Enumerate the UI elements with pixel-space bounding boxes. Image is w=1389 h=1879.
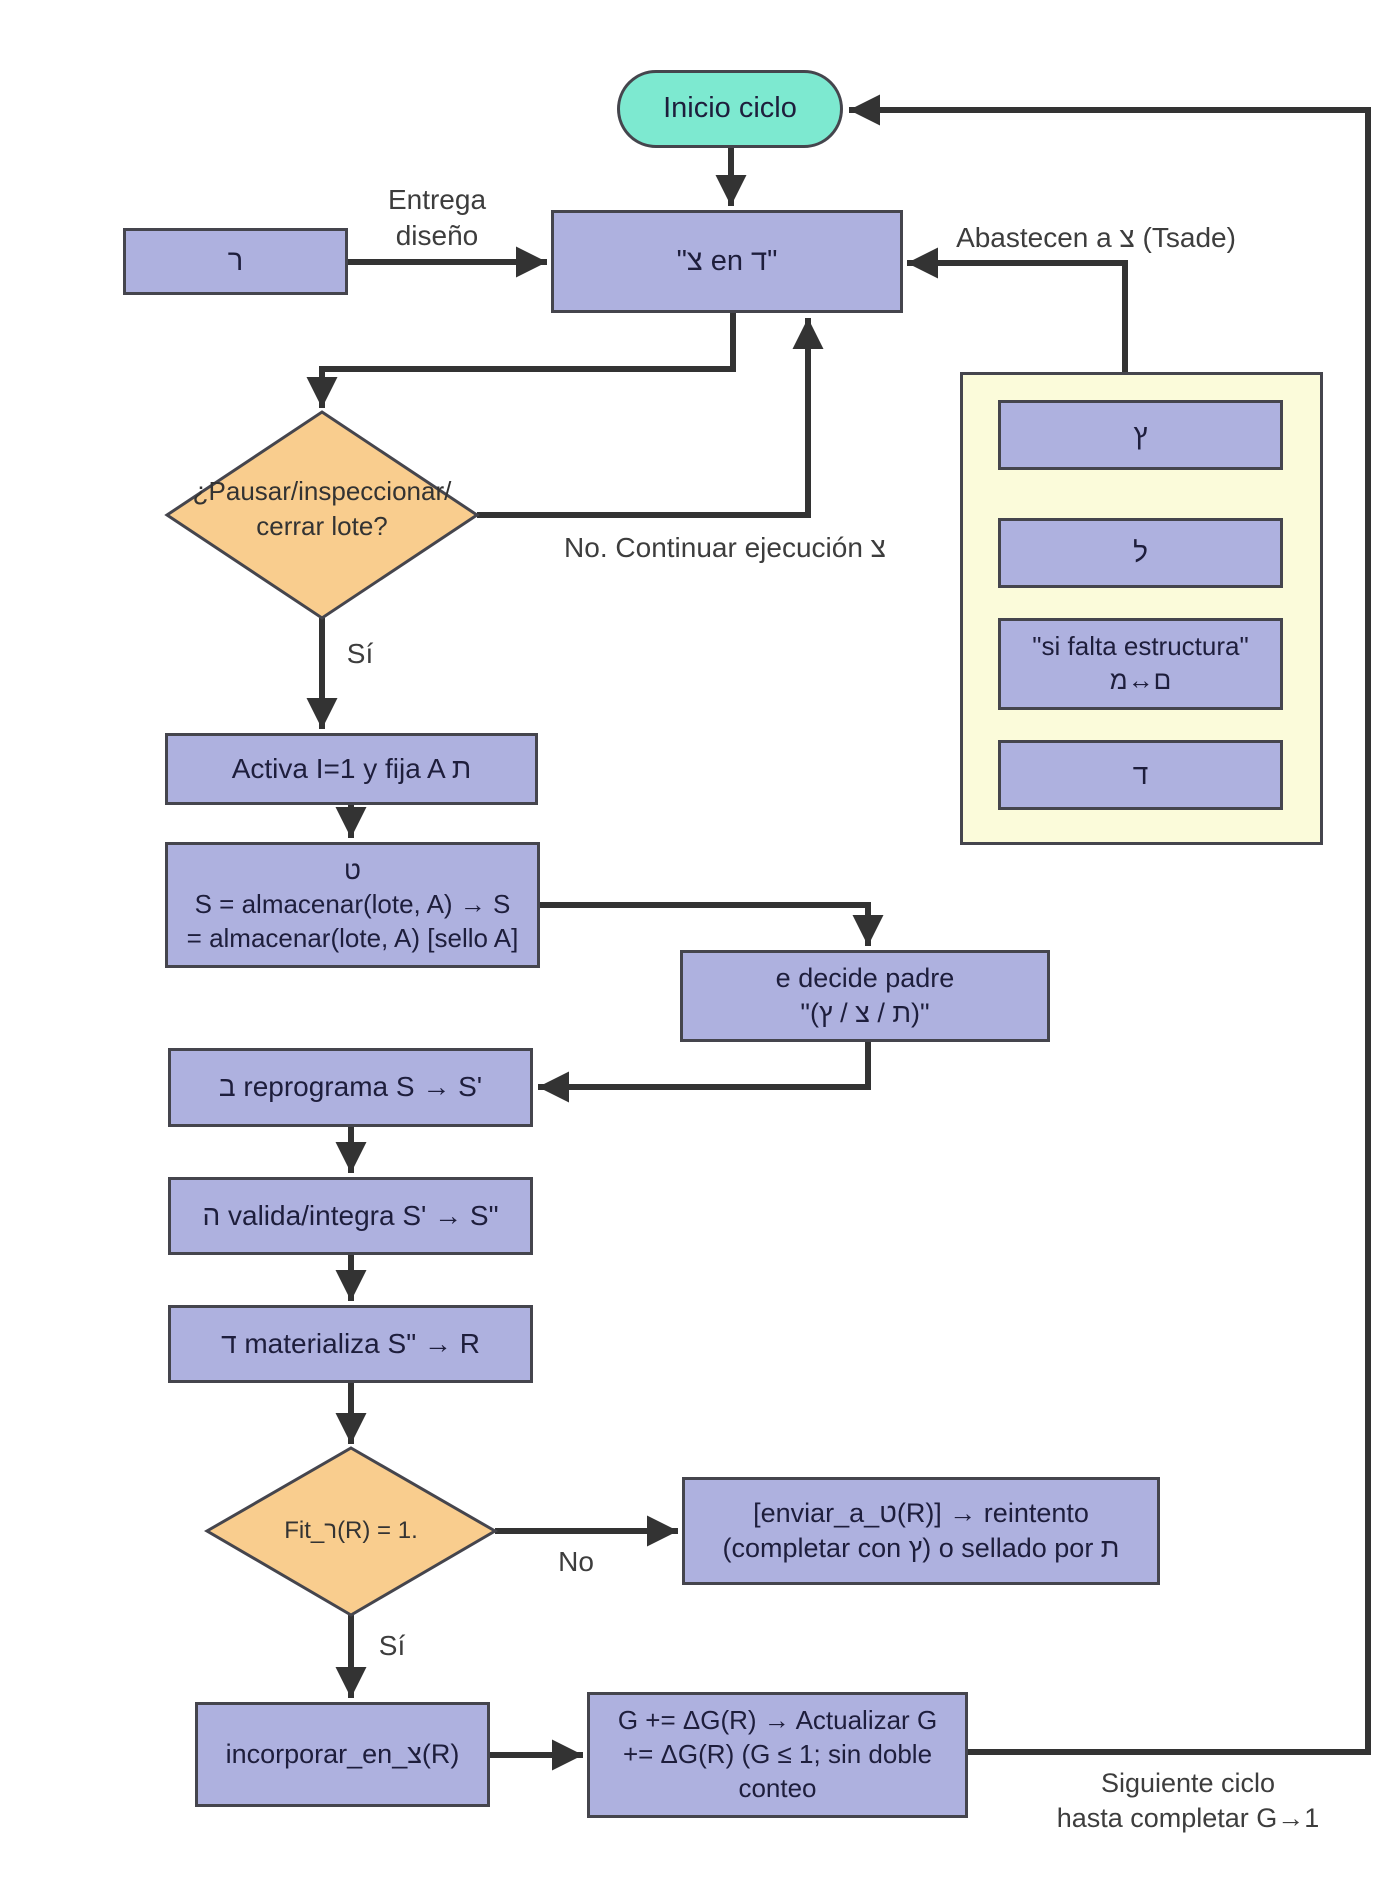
- decision1-diamond: [164, 410, 480, 620]
- decision2-text: Fit_ר(R) = 1.: [284, 1517, 418, 1544]
- decision2-diamond: [204, 1446, 498, 1617]
- node-materializa: ד materializa S" → R: [168, 1305, 533, 1383]
- label-entrega-diseno: Entrega diseño: [387, 184, 487, 252]
- node-main: "צ en ד": [551, 210, 903, 313]
- label-abastecen: Abastecen a צ (Tsade): [956, 222, 1236, 253]
- node-client: ר: [123, 228, 348, 295]
- node-reintento: [enviar_a_ט(R)] → reintento (completar c…: [682, 1477, 1160, 1585]
- start-node: Inicio ciclo: [617, 70, 843, 148]
- connector-loop-to-start: [849, 94, 1371, 1755]
- node-reprograma: ב reprograma S → S': [168, 1048, 533, 1127]
- node-activa: Activa I=1 y fija A ת: [165, 733, 538, 805]
- node-almacenar: ט S = almacenar(lote, A) → S = almacenar…: [165, 842, 540, 968]
- panel-item-dalet: ד: [998, 740, 1283, 810]
- node-actualizar: G += ΔG(R) → Actualizar G += ΔG(R) (G ≤ …: [587, 1692, 968, 1818]
- label-si-2: Sí: [378, 1630, 406, 1661]
- panel-item-lamed: ל: [998, 518, 1283, 588]
- connector-panel-to-main: [907, 247, 1128, 372]
- connector-decide-to-reprograma: [538, 1042, 871, 1103]
- node-incorporar: incorporar_en_צ(R): [195, 1702, 490, 1807]
- panel-item-tsade-final: ץ: [998, 400, 1283, 470]
- supplier-panel: ץ ל "si falta estructura" מ↔ם ד: [960, 372, 1323, 845]
- label-si-1: Sí: [346, 638, 374, 669]
- label-siguiente-ciclo: Siguiente ciclo hasta completar G→1: [1056, 1768, 1320, 1834]
- label-no-2: No: [558, 1546, 594, 1577]
- connector-almacenar-to-decide: [540, 902, 884, 946]
- node-decide-padre: e decide padre "(ץ / צ / ת)": [680, 950, 1050, 1042]
- connector-no-loop-to-main: [477, 318, 824, 518]
- connector-main-to-decision1: [306, 313, 736, 408]
- panel-item-si-falta-estructura: "si falta estructura" מ↔ם: [998, 618, 1283, 710]
- node-valida: ה valida/integra S' → S": [168, 1177, 533, 1255]
- label-no-continuar: No. Continuar ejecución צ: [564, 532, 886, 563]
- decision1-text: ¿Pausar/inspeccionar/ cerrar lote?: [192, 476, 452, 542]
